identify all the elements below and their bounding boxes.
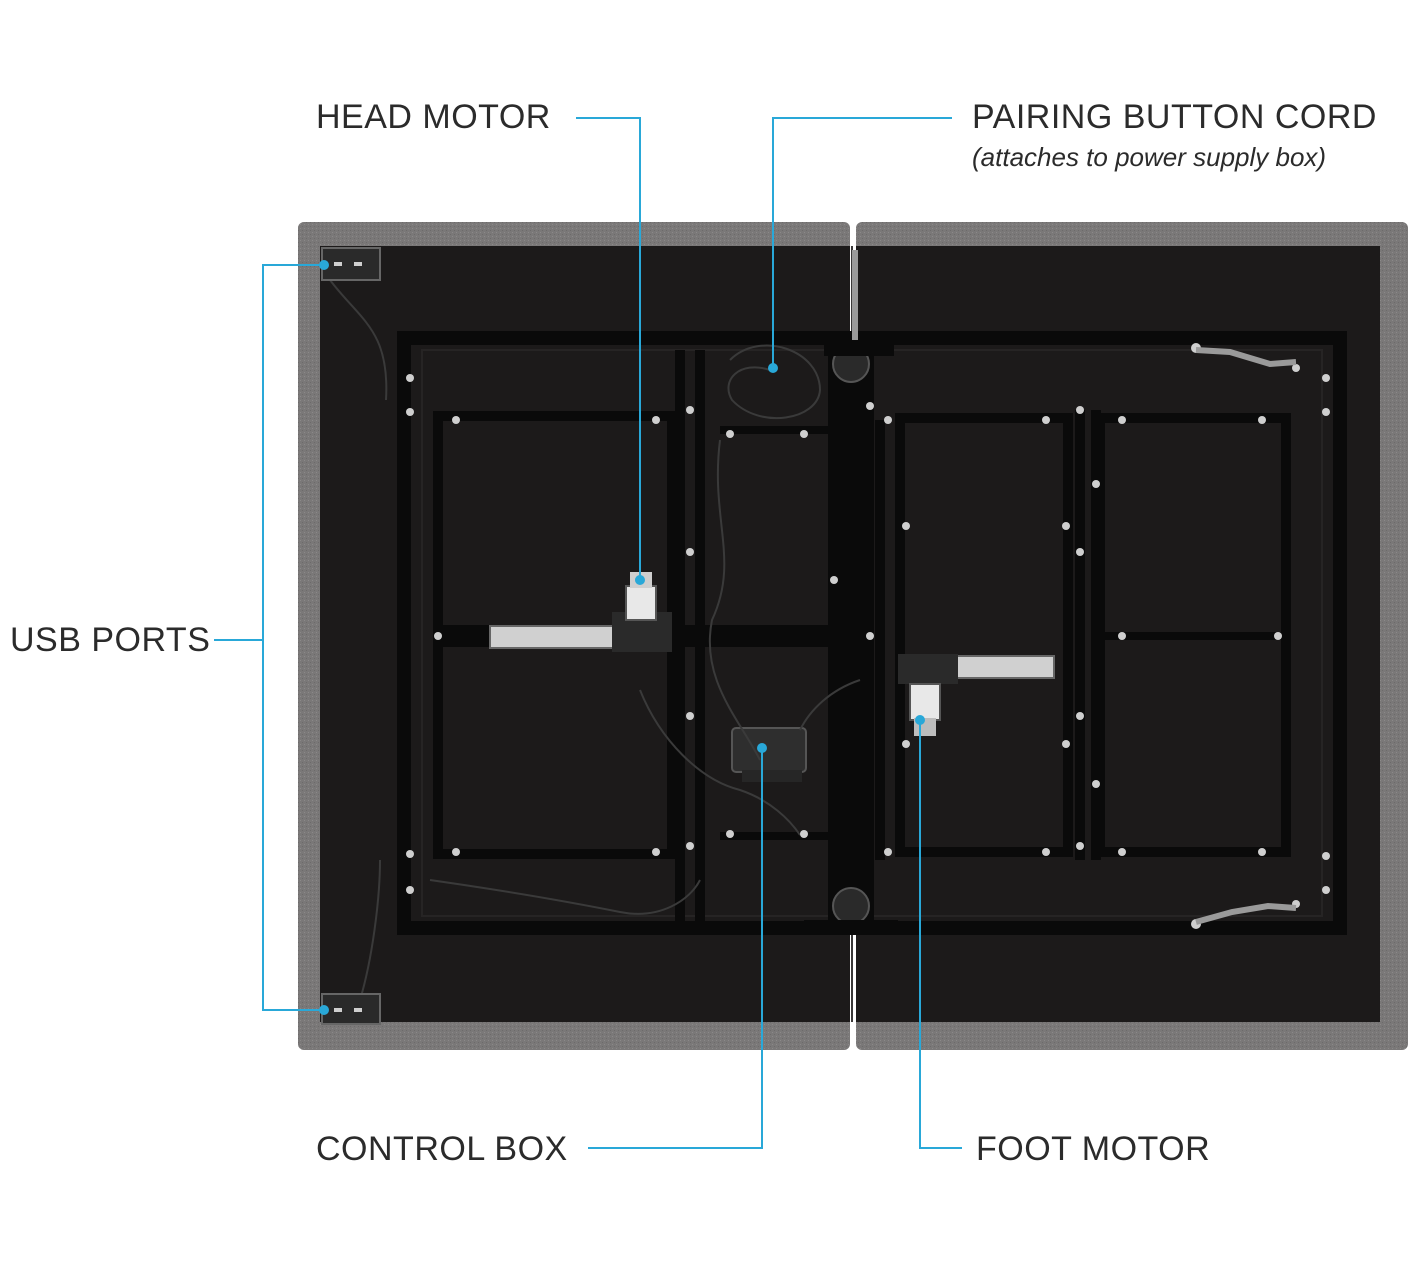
head-motor-illustration <box>489 572 672 652</box>
pairing-button-cord-note: (attaches to power supply box) <box>972 142 1327 172</box>
bolts <box>406 343 1330 929</box>
cables <box>329 279 861 1001</box>
leader-dots <box>319 260 925 1015</box>
usb-ports-label: USB PORTS <box>10 621 211 659</box>
leader-lines <box>214 117 962 1149</box>
foot-motor-label: FOOT MOTOR <box>976 1130 1211 1168</box>
hinge-brackets <box>1195 347 1297 925</box>
control-box-illustration <box>731 727 807 782</box>
foot-subframe <box>875 410 1291 860</box>
control-box-label: CONTROL BOX <box>316 1130 568 1168</box>
head-motor-label: HEAD MOTOR <box>316 98 551 136</box>
pairing-button-cord-label: PAIRING BUTTON CORD <box>972 98 1377 136</box>
usb-port-modules <box>321 247 381 1025</box>
foot-motor-illustration <box>898 654 1055 736</box>
